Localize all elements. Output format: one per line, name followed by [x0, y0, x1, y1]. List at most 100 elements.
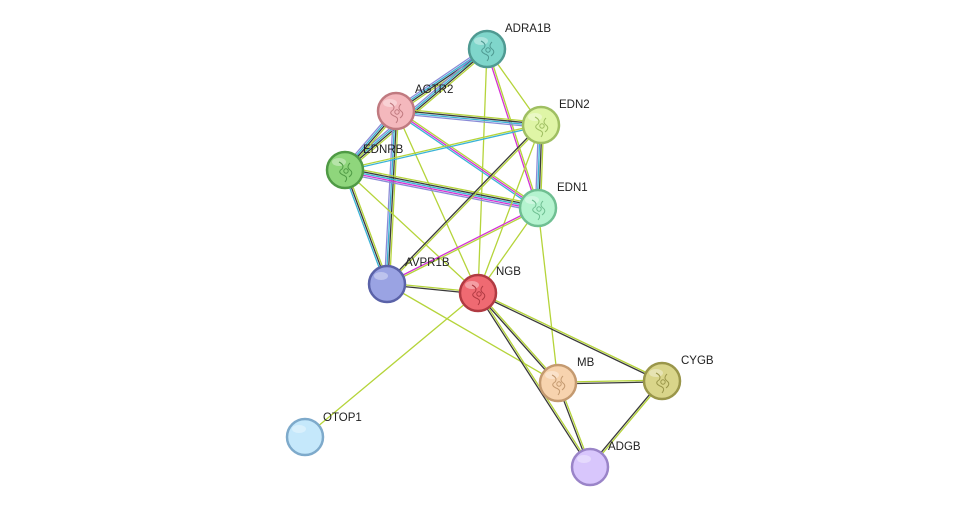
edge-evidence-database — [395, 111, 542, 127]
edge-evidence-coexpression — [476, 292, 559, 385]
edge-ngb-cygb[interactable] — [476, 291, 664, 383]
node-label: ADRA1B — [505, 23, 551, 35]
edge-adra1b-edn1[interactable] — [485, 48, 540, 209]
edge-ednrb-avpr1b[interactable] — [342, 168, 390, 286]
edge-evidence-textmining — [477, 124, 542, 294]
edge-evidence-homology — [343, 172, 538, 212]
edge-evidence-coexpression — [476, 292, 590, 469]
edge-evidence-experiments — [344, 171, 539, 211]
node-label: AGTR2 — [415, 84, 453, 96]
node-otop1[interactable]: OTOP1 — [285, 412, 362, 457]
edge-evidence-experiments — [485, 48, 538, 209]
edge-evidence-textmining — [477, 291, 664, 381]
edge-evidence-textmining — [537, 207, 559, 384]
node-mb[interactable]: MB — [538, 357, 595, 403]
node-cygb[interactable]: CYGB — [642, 355, 714, 401]
edge-agtr2-edn1[interactable] — [394, 108, 540, 211]
edge-evidence-homology — [383, 110, 395, 285]
edge-evidence-textmining — [477, 291, 560, 384]
node-label: AVPR1B — [405, 257, 450, 269]
edge-evidence-coexpression — [344, 167, 539, 207]
edge-agtr2-edn2[interactable] — [395, 107, 542, 129]
protein-structure-icon — [389, 102, 404, 124]
node-adra1b[interactable]: ADRA1B — [467, 23, 551, 69]
edge-agtr2-avpr1b[interactable] — [383, 110, 400, 285]
edge-edn2-ngb[interactable] — [477, 124, 542, 294]
node-circle — [376, 91, 416, 131]
edge-agtr2-ngb[interactable] — [395, 110, 479, 294]
edge-evidence-textmining — [386, 208, 540, 286]
node-edn2[interactable]: EDN2 — [521, 99, 590, 145]
node-ngb[interactable]: NGB — [458, 266, 521, 313]
node-edn1[interactable]: EDN1 — [518, 182, 588, 228]
protein-structure-icon — [531, 199, 546, 221]
edge-evidence-database — [342, 169, 387, 286]
edge-edn1-avpr1b[interactable] — [385, 206, 540, 286]
edge-ednrb-edn2[interactable] — [344, 123, 542, 172]
edge-ngb-adgb[interactable] — [476, 291, 592, 469]
edge-ngb-mb[interactable] — [476, 291, 560, 385]
node-highlight — [577, 455, 591, 463]
edge-ednrb-edn1[interactable] — [343, 166, 540, 212]
edge-evidence-textmining — [386, 283, 559, 384]
protein-structure-icon — [471, 284, 486, 306]
edge-evidence-database — [344, 169, 539, 209]
node-label: ADGB — [608, 441, 641, 453]
edge-evidence-textmining — [386, 124, 543, 286]
edge-evidence-textmining — [388, 110, 400, 285]
node-circle — [518, 188, 558, 228]
edge-evidence-textmining — [344, 123, 542, 170]
node-label: MB — [577, 357, 595, 369]
edge-evidence-homology — [395, 112, 542, 129]
protein-structure-icon — [480, 40, 495, 62]
node-circle — [467, 29, 507, 69]
edge-evidence-textmining — [344, 169, 479, 294]
node-label: OTOP1 — [323, 412, 362, 424]
edge-evidence-coexpression — [385, 123, 542, 285]
protein-structure-icon — [655, 372, 670, 394]
node-circle — [325, 150, 365, 190]
edge-evidence-textmining — [345, 168, 390, 285]
node-label: EDN1 — [557, 182, 588, 194]
node-circle — [570, 447, 610, 487]
edge-evidence-database — [343, 47, 488, 171]
node-highlight — [292, 425, 306, 433]
node-label: CYGB — [681, 355, 714, 367]
node-agtr2[interactable]: AGTR2 — [376, 84, 453, 131]
edge-evidence-textmining — [395, 107, 542, 124]
node-circle — [367, 264, 407, 304]
edge-evidence-textmining — [396, 108, 540, 208]
edge-evidence-coexpression — [395, 109, 542, 125]
node-avpr1b[interactable]: AVPR1B — [367, 257, 450, 304]
edge-edn1-mb[interactable] — [537, 207, 559, 384]
node-circle — [642, 361, 682, 401]
edge-evidence-textmining — [304, 292, 479, 438]
node-ednrb[interactable]: EDNRB — [325, 144, 404, 190]
edge-evidence-database — [385, 110, 396, 285]
edge-evidence-textmining — [346, 50, 490, 173]
edge-ngb-otop1[interactable] — [304, 292, 479, 438]
protein-structure-icon — [551, 374, 566, 396]
edge-edn2-avpr1b[interactable] — [385, 123, 543, 286]
protein-structure-icon — [338, 161, 353, 183]
edge-evidence-textmining — [477, 48, 488, 294]
edge-avpr1b-mb[interactable] — [386, 283, 559, 384]
node-circle — [285, 417, 325, 457]
edge-evidence-textmining — [345, 166, 540, 206]
edge-evidence-coexpression — [387, 110, 398, 285]
node-adgb[interactable]: ADGB — [570, 441, 641, 487]
edges-layer — [304, 46, 664, 469]
edge-ednrb-ngb[interactable] — [344, 169, 479, 294]
node-label: NGB — [496, 266, 521, 278]
edge-evidence-textmining — [487, 48, 540, 209]
edge-evidence-experiments — [395, 110, 539, 209]
node-label: EDN2 — [559, 99, 590, 111]
edge-evidence-coexpression — [476, 293, 663, 383]
edge-evidence-experiments — [385, 206, 539, 284]
node-circle — [538, 363, 578, 403]
edge-adra1b-ngb[interactable] — [477, 48, 488, 294]
node-label: EDNRB — [363, 144, 404, 156]
node-highlight — [374, 272, 388, 280]
